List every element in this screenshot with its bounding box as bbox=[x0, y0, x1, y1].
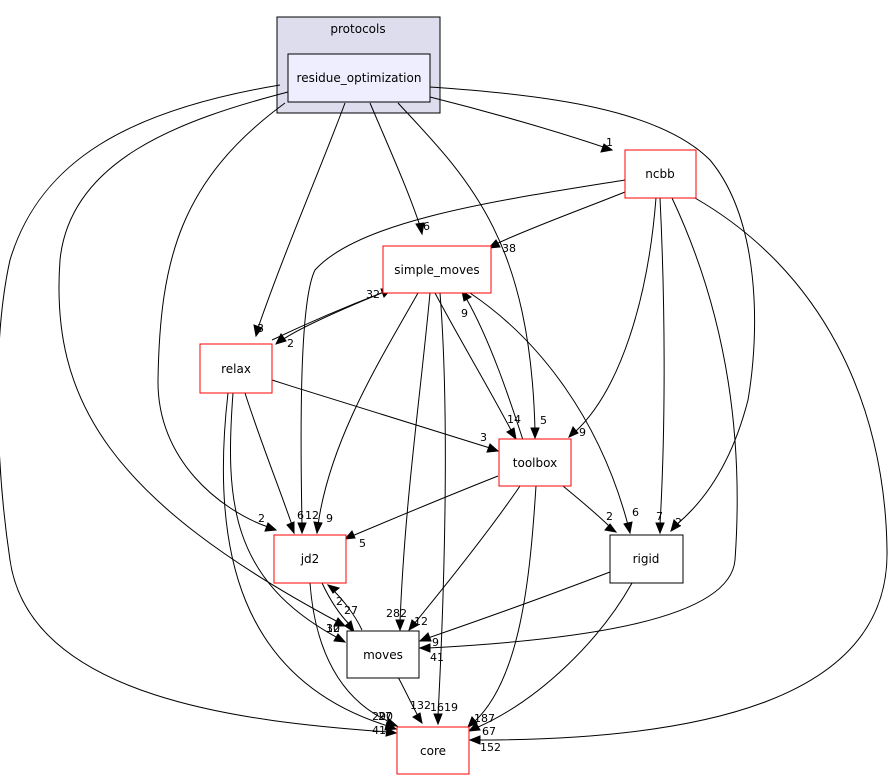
edge-jd2-to-core[interactable]: 27 bbox=[309, 582, 399, 727]
edge-label-sm-toolbox: 14 bbox=[507, 413, 521, 426]
edge-rigid-to-core[interactable]: 67 bbox=[467, 582, 633, 738]
edge-label-relax-jd2: 12 bbox=[305, 509, 319, 522]
node-label-simple-moves: simple_moves bbox=[394, 263, 479, 277]
edge-label-tb-rigid: 2 bbox=[606, 510, 613, 523]
node-label-residue-optimization: residue_optimization bbox=[297, 71, 422, 85]
node-label-jd2: jd2 bbox=[300, 552, 320, 566]
edge-label-sm-core: 1619 bbox=[430, 701, 458, 714]
edge-label-ro-relax: 3 bbox=[257, 322, 264, 335]
edge-label-ncbb-rigid: 7 bbox=[656, 510, 663, 523]
edge-label-sm-relax: 2 bbox=[287, 337, 294, 350]
edge-label-ncbb-toolbox: 9 bbox=[579, 426, 586, 439]
edge-toolbox-to-core[interactable]: 187 bbox=[467, 485, 537, 728]
node-label-rigid: rigid bbox=[633, 552, 660, 566]
edge-label-tb-jd2: 5 bbox=[359, 537, 366, 550]
edge-residue-optimization-to-simple-moves[interactable]: 6 bbox=[369, 102, 430, 236]
edge-simple-moves-to-toolbox[interactable]: 14 bbox=[434, 292, 521, 441]
edge-moves-to-jd2[interactable]: 2 bbox=[326, 584, 363, 631]
edge-label-ro-rigid: 2 bbox=[675, 516, 682, 529]
node-moves[interactable]: moves bbox=[346, 630, 420, 679]
edge-ncbb-to-simple-moves[interactable]: 38 bbox=[487, 191, 626, 255]
edge-label-tb-sm: 9 bbox=[461, 307, 468, 320]
edge-residue-optimization-to-moves[interactable]: 10 bbox=[58, 91, 347, 635]
node-rigid[interactable]: rigid bbox=[609, 534, 684, 584]
edges: 1 6 3 5 2 2 10 bbox=[0, 84, 888, 754]
node-label-moves: moves bbox=[363, 648, 403, 662]
edge-label-sm-jd2: 9 bbox=[326, 512, 333, 525]
edge-label-ncbb-jd2: 6 bbox=[297, 509, 304, 522]
edge-ncbb-to-core[interactable]: 152 bbox=[468, 197, 888, 754]
edge-label-relax-toolbox: 3 bbox=[480, 431, 487, 444]
edge-simple-moves-to-core[interactable]: 1619 bbox=[430, 292, 458, 726]
edge-label-tb-moves: 12 bbox=[414, 615, 428, 628]
node-relax[interactable]: relax bbox=[199, 343, 273, 394]
edge-toolbox-to-jd2[interactable]: 5 bbox=[343, 475, 499, 550]
edge-ncbb-to-toolbox[interactable]: 9 bbox=[568, 197, 657, 439]
edge-simple-moves-to-rigid[interactable]: 6 bbox=[469, 292, 639, 535]
edge-residue-optimization-to-relax[interactable]: 3 bbox=[253, 102, 346, 338]
edge-residue-optimization-to-jd2[interactable]: 2 bbox=[157, 102, 286, 532]
edge-label-sm-rigid: 6 bbox=[632, 506, 639, 519]
node-core[interactable]: core bbox=[396, 726, 470, 775]
nodes: residue_optimization ncbb simple_moves r… bbox=[199, 53, 697, 775]
node-label-ncbb: ncbb bbox=[645, 167, 674, 181]
edge-relax-to-toolbox[interactable]: 3 bbox=[271, 379, 500, 453]
edge-toolbox-to-moves[interactable]: 12 bbox=[408, 485, 521, 632]
edge-label-ro-toolbox: 5 bbox=[540, 414, 547, 427]
edge-residue-optimization-to-ncbb[interactable]: 1 bbox=[429, 96, 614, 153]
edge-label-relax-core: 290 bbox=[372, 710, 393, 723]
edge-simple-moves-to-jd2[interactable]: 9 bbox=[313, 292, 419, 535]
node-label-core: core bbox=[420, 744, 446, 758]
edge-label-tb-core: 187 bbox=[474, 712, 495, 725]
node-label-toolbox: toolbox bbox=[513, 456, 557, 470]
edge-label-ro-moves: 10 bbox=[326, 622, 340, 635]
edge-label-rigid-moves: 41 bbox=[430, 651, 444, 664]
edge-label-relax-sm: 32 bbox=[366, 288, 380, 301]
edge-rigid-to-moves[interactable]: 41 bbox=[418, 571, 611, 664]
node-residue-optimization[interactable]: residue_optimization bbox=[287, 53, 431, 103]
edge-label-rigid-core: 67 bbox=[482, 725, 496, 738]
edge-label-ro-simple-moves: 6 bbox=[423, 220, 430, 233]
edge-label-ncbb-simple-moves: 38 bbox=[502, 242, 516, 255]
edge-label-ncbb-core: 152 bbox=[480, 741, 501, 754]
edge-label-ro-core: 41 bbox=[372, 724, 386, 737]
edge-label-jd2-core: 27 bbox=[378, 710, 392, 723]
edge-toolbox-to-rigid[interactable]: 2 bbox=[562, 485, 618, 533]
node-toolbox[interactable]: toolbox bbox=[498, 438, 572, 487]
edge-residue-optimization-to-core[interactable]: 41 bbox=[0, 84, 398, 737]
edge-label-moves-core: 132 bbox=[410, 699, 431, 712]
edge-residue-optimization-to-rigid[interactable]: 2 bbox=[429, 86, 756, 533]
edge-label-relax-moves: 32 bbox=[326, 622, 340, 635]
edge-ncbb-to-rigid[interactable]: 7 bbox=[655, 197, 665, 535]
node-ncbb[interactable]: ncbb bbox=[624, 149, 697, 199]
edge-label-moves-jd2: 2 bbox=[336, 595, 343, 608]
edge-label-ro-ncbb: 1 bbox=[606, 136, 613, 149]
edge-simple-moves-to-moves[interactable]: 282 bbox=[386, 292, 431, 632]
edge-relax-to-moves[interactable]: 32 bbox=[230, 392, 347, 643]
edge-ncbb-to-moves[interactable]: 9 bbox=[418, 197, 738, 653]
edge-label-ncbb-moves: 9 bbox=[432, 636, 439, 649]
edge-label-sm-moves: 282 bbox=[386, 607, 407, 620]
edge-label-ro-jd2: 2 bbox=[258, 512, 265, 525]
node-jd2[interactable]: jd2 bbox=[273, 534, 347, 584]
edge-residue-optimization-to-toolbox[interactable]: 5 bbox=[397, 102, 547, 440]
node-label-relax: relax bbox=[221, 362, 251, 376]
edge-ncbb-to-jd2[interactable]: 6 bbox=[297, 179, 626, 535]
edge-moves-to-core[interactable]: 132 bbox=[397, 676, 431, 725]
edge-relax-to-jd2[interactable]: 12 bbox=[244, 392, 319, 535]
node-simple-moves[interactable]: simple_moves bbox=[382, 245, 492, 294]
cluster-label: protocols bbox=[330, 22, 385, 36]
